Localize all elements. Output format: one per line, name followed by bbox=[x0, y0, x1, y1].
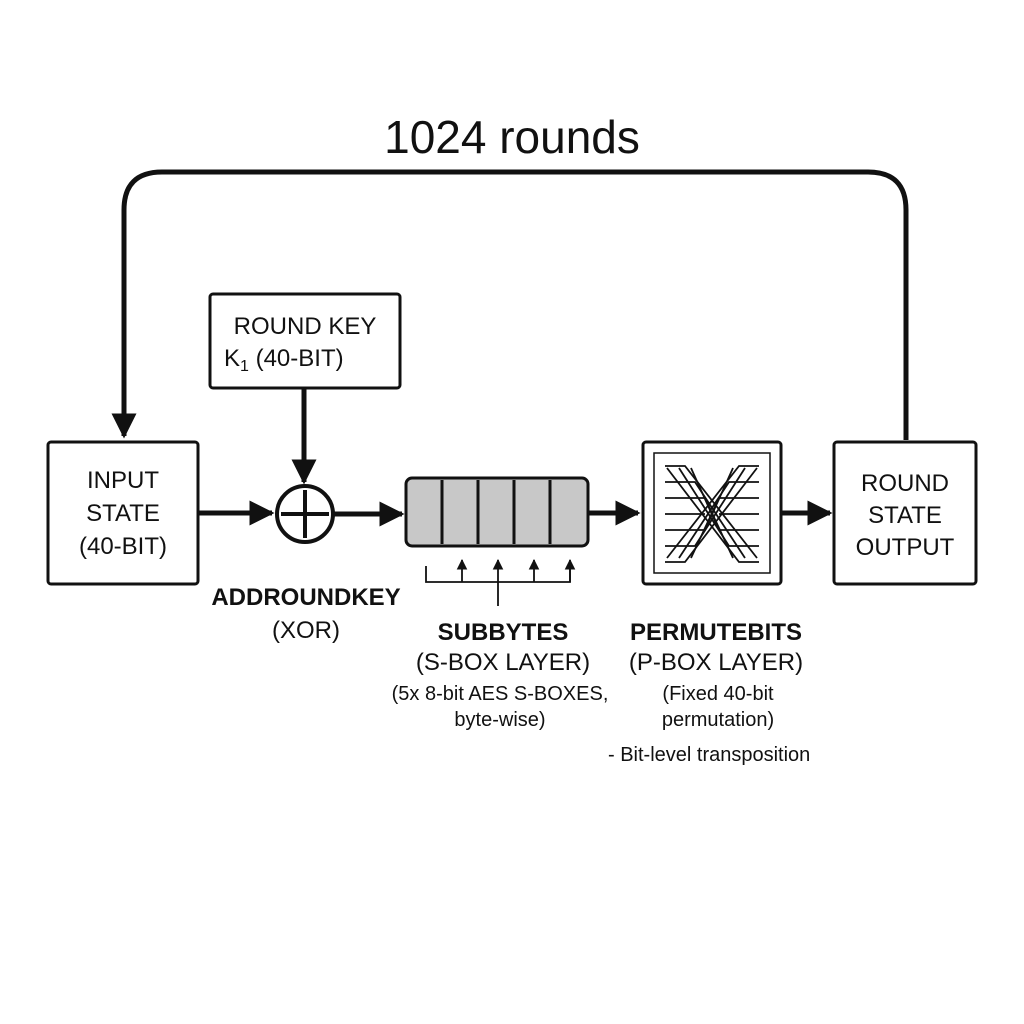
round-key-label: ROUND KEY bbox=[234, 313, 377, 340]
output-state-line3: OUTPUT bbox=[856, 534, 955, 561]
subbytes-note-line2: byte-wise) bbox=[454, 709, 545, 731]
subbytes-note-line1: (5x 8-bit AES S-BOXES, bbox=[392, 683, 609, 705]
xor-icon bbox=[275, 484, 335, 544]
output-state-line2: STATE bbox=[868, 502, 942, 529]
diagram-title: 1024 rounds bbox=[384, 111, 640, 163]
addroundkey-label: ADDROUNDKEY bbox=[211, 584, 400, 611]
round-key-box bbox=[208, 292, 402, 390]
addroundkey-detail: (XOR) bbox=[272, 617, 340, 644]
feedback-loop-arrow bbox=[111, 169, 909, 440]
input-state-line2: STATE bbox=[86, 500, 160, 527]
input-state-line1: INPUT bbox=[87, 467, 159, 494]
subbytes-label: SUBBYTES bbox=[438, 619, 569, 646]
round-key-subtext: K1 (40-BIT) bbox=[224, 345, 344, 375]
input-state-line3: (40-BIT) bbox=[79, 533, 167, 560]
sbox-layer-icon bbox=[404, 476, 590, 548]
sbox-input-bracket bbox=[425, 558, 576, 606]
subbytes-detail: (S-BOX LAYER) bbox=[416, 649, 590, 676]
permutebits-note-line1: (Fixed 40-bit bbox=[662, 683, 774, 705]
output-state-line1: ROUND bbox=[861, 470, 949, 497]
permutebits-label: PERMUTEBITS bbox=[630, 619, 802, 646]
permutebits-note-line2: permutation) bbox=[662, 709, 774, 731]
permutebits-detail: (P-BOX LAYER) bbox=[629, 649, 803, 676]
output-state-box bbox=[832, 440, 978, 586]
permutebits-note-line3: - Bit-level transposition bbox=[608, 744, 810, 766]
pbox-layer-icon bbox=[641, 440, 783, 586]
